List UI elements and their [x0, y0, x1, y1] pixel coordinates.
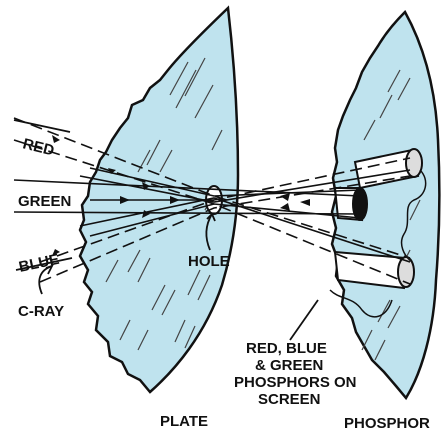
- phosphors-label-line4: SCREEN: [258, 391, 321, 408]
- phosphor-dot-middle: [335, 188, 367, 220]
- blue-label: BLUE: [17, 251, 60, 276]
- phosphors-label-line3: PHOSPHORS ON: [234, 374, 357, 391]
- hole-label: HOLE: [188, 253, 230, 270]
- red-underline: [14, 120, 70, 132]
- green-label: GREEN: [18, 193, 71, 210]
- phosphor-label: PHOSPHOR: [344, 415, 430, 432]
- c-ray-label: C-RAY: [18, 303, 64, 320]
- phosphors-label-line1: RED, BLUE: [246, 340, 327, 357]
- phosphor-screen: [330, 12, 439, 398]
- plate-label: PLATE: [160, 413, 208, 430]
- red-label: RED: [21, 135, 56, 159]
- phosphors-pointer: [290, 300, 318, 340]
- phosphors-label-line2: & GREEN: [255, 357, 323, 374]
